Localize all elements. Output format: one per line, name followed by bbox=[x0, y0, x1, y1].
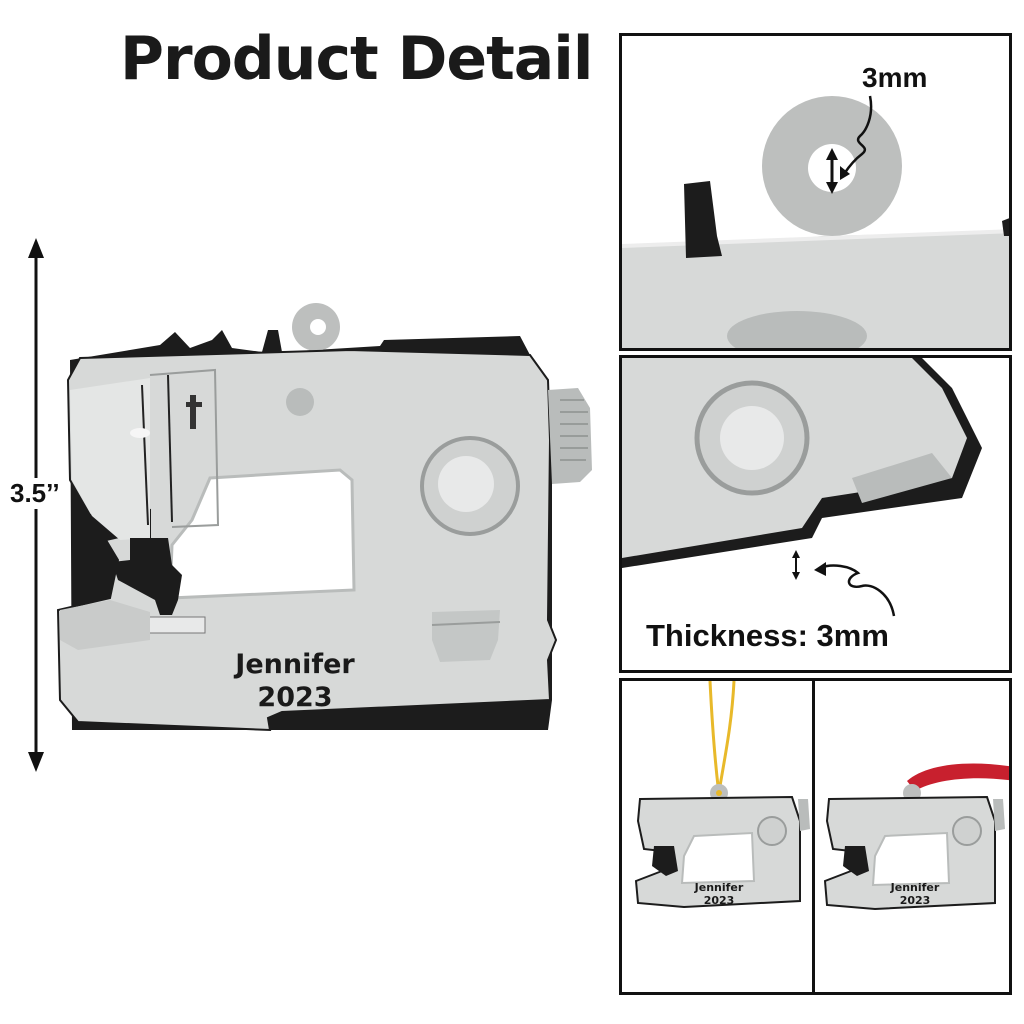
mini-personalized-name: Jennifer bbox=[890, 881, 940, 894]
personalized-year: 2023 bbox=[257, 682, 333, 713]
gold-string-variant-panel: Jennifer 2023 bbox=[619, 678, 815, 995]
personalized-text: Jennifer 2023 bbox=[230, 648, 360, 714]
thickness-detail-panel: Thickness: 3mm bbox=[619, 355, 1012, 673]
sewing-machine-icon bbox=[28, 238, 592, 772]
height-dimension-label: 3.5’’ bbox=[10, 478, 60, 509]
personalized-name: Jennifer bbox=[235, 649, 355, 680]
double-arrow-icon bbox=[792, 550, 800, 580]
mini-personalized-year: 2023 bbox=[703, 894, 735, 907]
red-ribbon-icon bbox=[907, 763, 1009, 791]
mini-personalized-text: Jennifer 2023 bbox=[875, 881, 955, 907]
red-ribbon-variant-panel: Jennifer 2023 bbox=[812, 678, 1012, 995]
mini-personalized-year: 2023 bbox=[899, 894, 931, 907]
hole-size-label: 3mm bbox=[862, 62, 928, 93]
double-arrow-icon bbox=[826, 148, 838, 194]
thickness-label: Thickness: 3mm bbox=[646, 618, 889, 653]
mini-personalized-name: Jennifer bbox=[694, 881, 744, 894]
page-title: Product Detail bbox=[120, 24, 593, 94]
hole-detail-panel: 3mm bbox=[619, 33, 1012, 351]
curly-arrow-icon bbox=[842, 95, 873, 175]
mini-personalized-text: Jennifer 2023 bbox=[679, 881, 759, 907]
curly-arrow-icon bbox=[819, 564, 896, 617]
gold-string-icon bbox=[708, 681, 736, 787]
